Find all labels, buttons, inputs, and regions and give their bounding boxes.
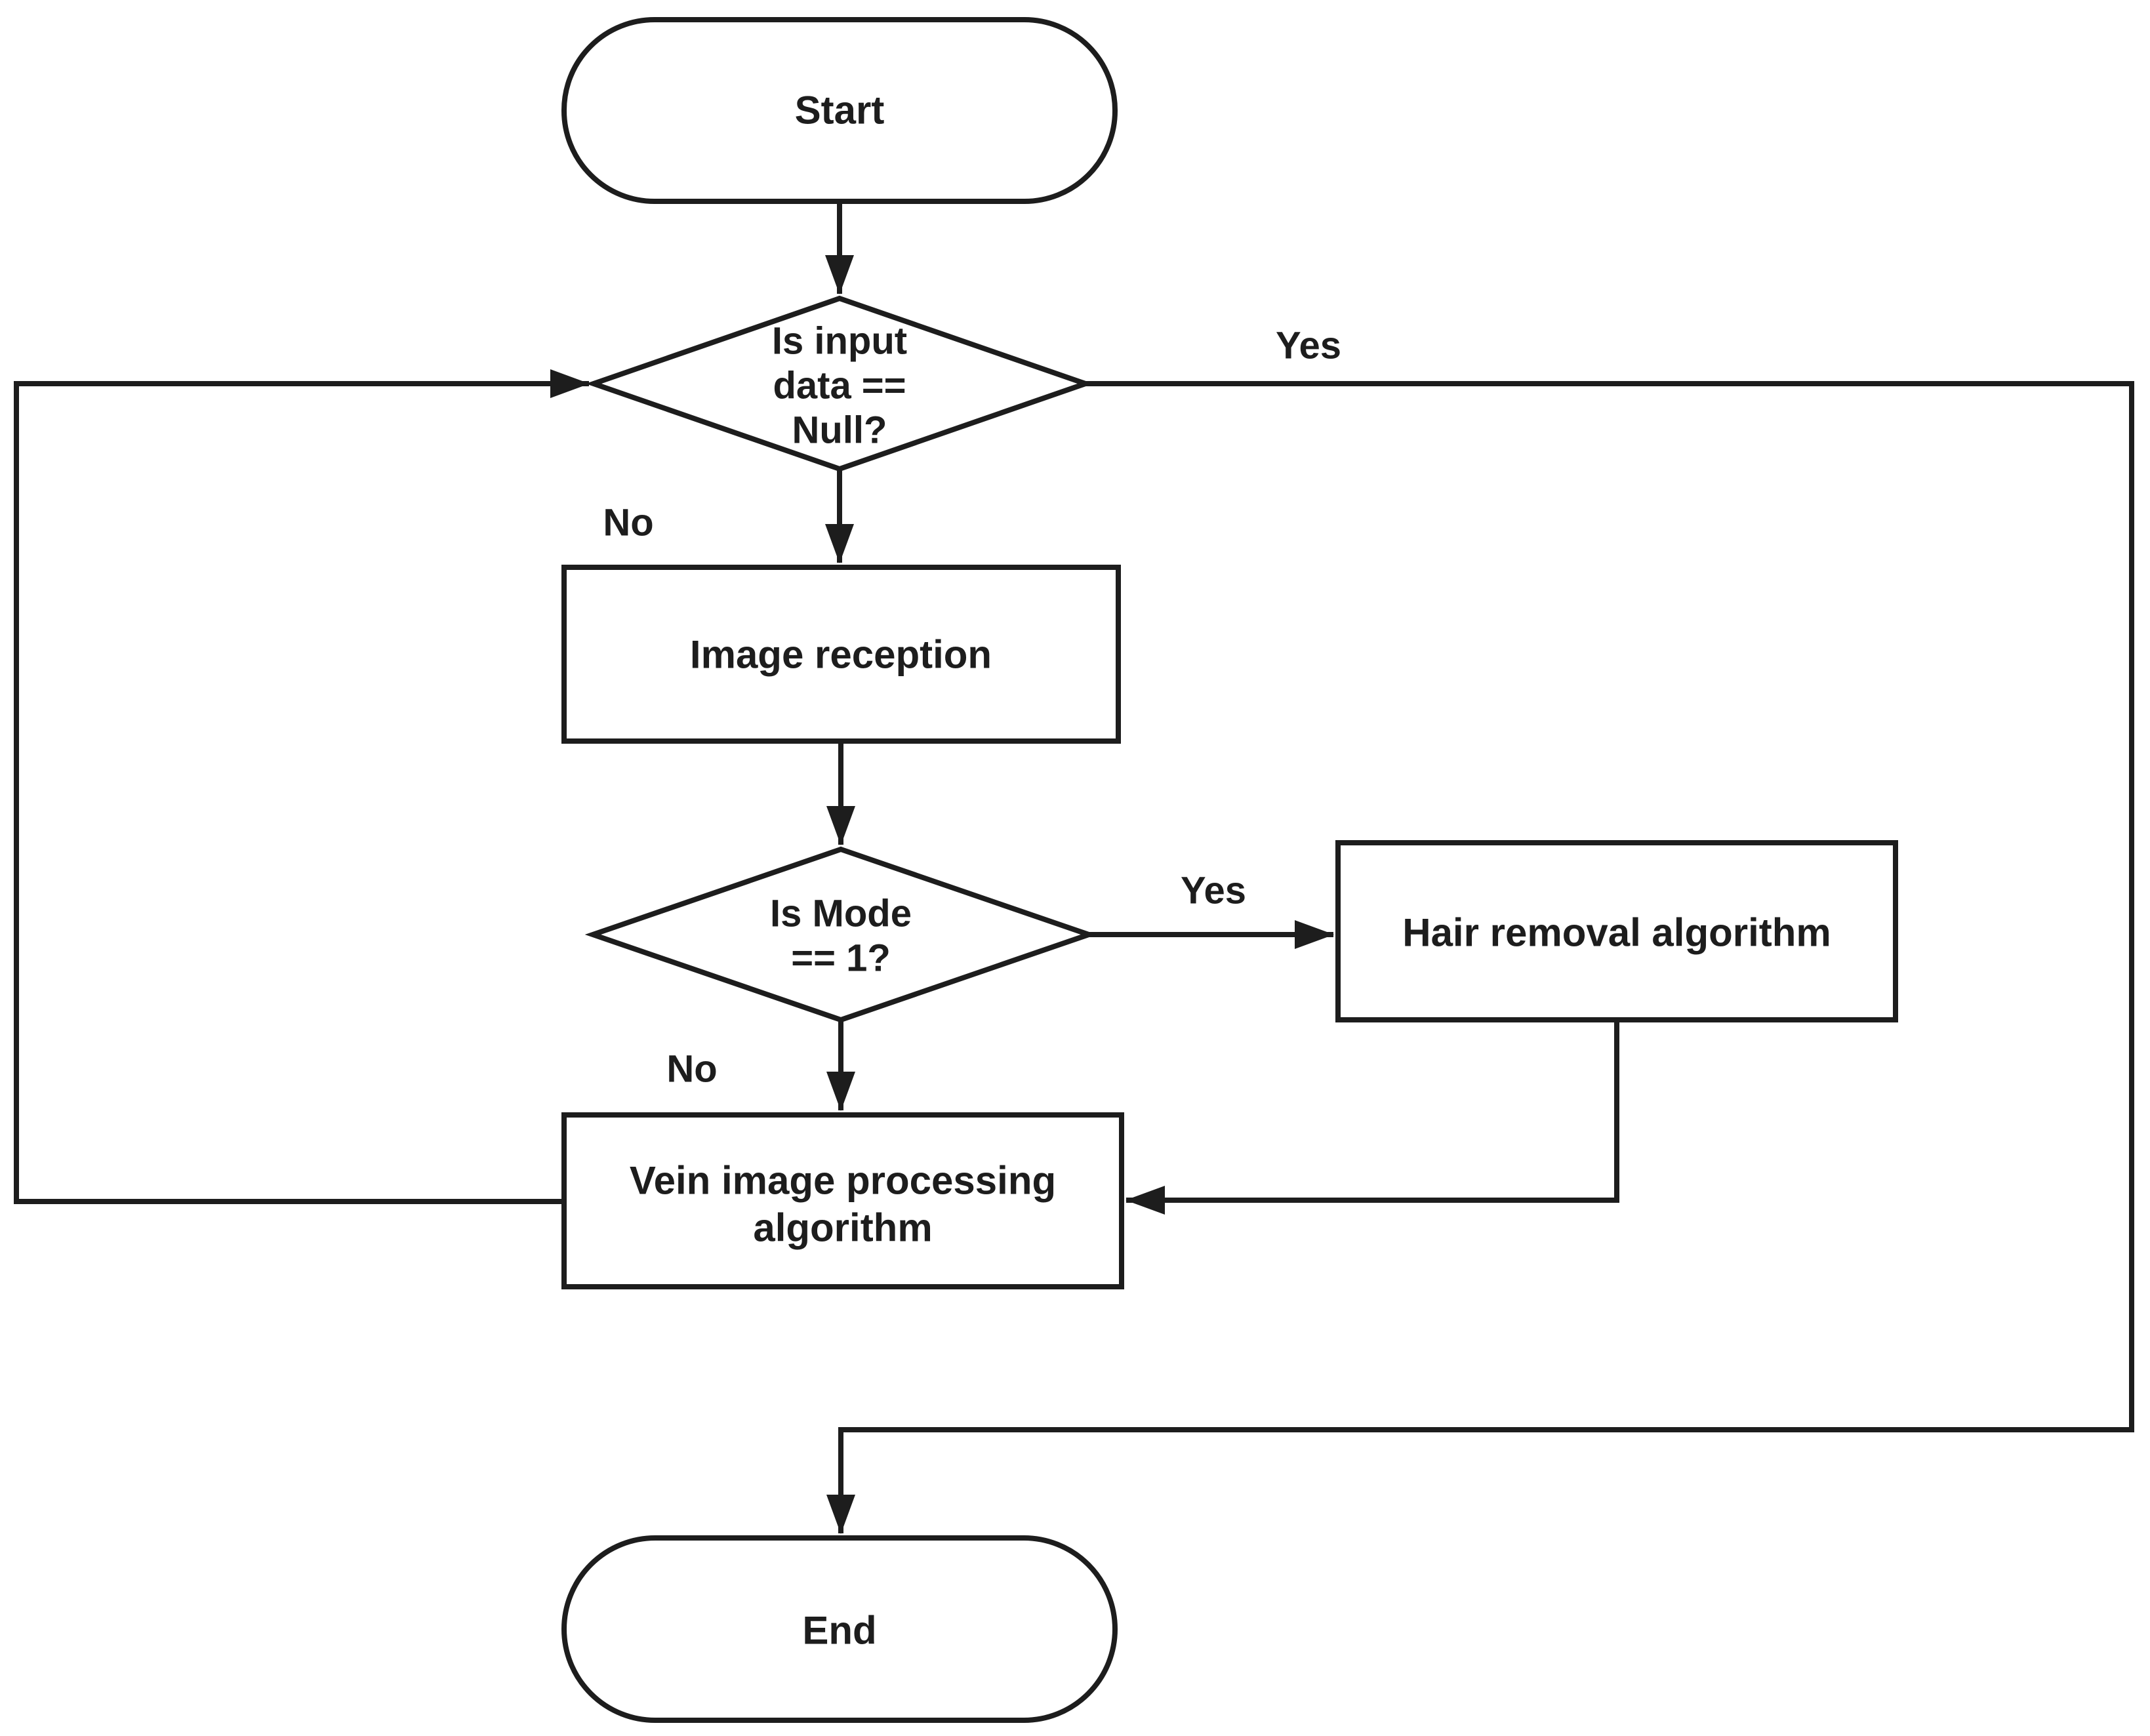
start-node — [561, 17, 1118, 204]
end-label: End — [802, 1609, 876, 1653]
null-check-line-3: Null? — [792, 409, 887, 452]
start-label: Start — [795, 89, 885, 132]
null-check-yes-label: Yes — [1276, 325, 1341, 367]
vein-processing-line-2: algorithm — [753, 1206, 932, 1250]
vein-processing-line-1: Vein image processing — [630, 1159, 1056, 1203]
null-check-line-1: Is input — [772, 320, 907, 363]
hair-removal-node — [1335, 840, 1898, 1022]
null-check-no-label: No — [603, 502, 653, 544]
end-node — [561, 1535, 1118, 1723]
image-reception-node — [561, 565, 1121, 744]
edge-hair-removal-to-vein-processing — [1126, 1020, 1619, 1215]
null-check-line-2: data == — [773, 365, 906, 407]
image-reception-label: Image reception — [690, 633, 992, 677]
null-check-decision — [585, 295, 1094, 472]
mode-check-decision — [584, 846, 1097, 1023]
mode-check-yes-label: Yes — [1181, 870, 1246, 912]
mode-check-line-2: == 1? — [791, 937, 891, 980]
mode-check-no-label: No — [666, 1048, 717, 1091]
edge-vein-processing-loop-to-null-check — [14, 369, 590, 1204]
vein-processing-node — [561, 1112, 1124, 1289]
edge-null-check-yes-to-end — [826, 381, 2134, 1534]
hair-removal-label: Hair removal algorithm — [1402, 911, 1831, 955]
mode-check-line-1: Is Mode — [770, 893, 912, 935]
